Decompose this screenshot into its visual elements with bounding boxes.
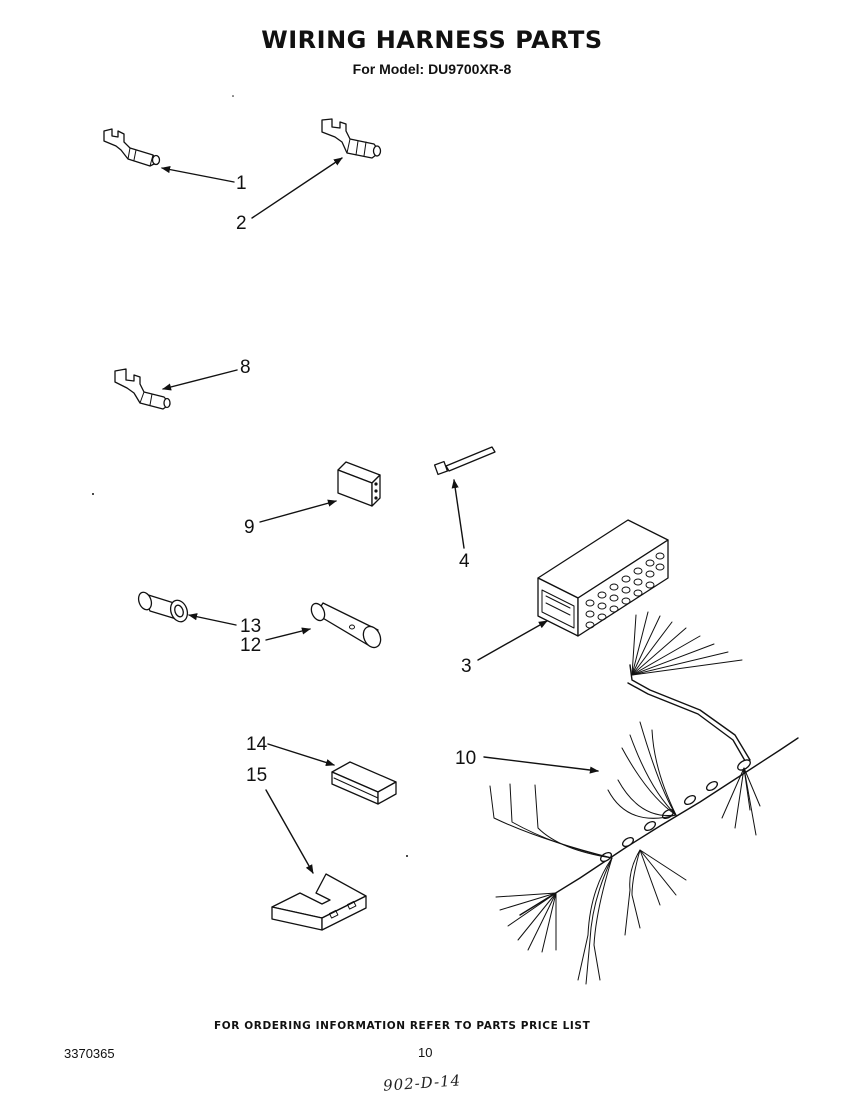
part-9-connector-block [337, 461, 381, 507]
part-10-wiring-harness [489, 611, 799, 985]
callout-12: 12 [240, 635, 261, 656]
callout-10: 10 [455, 748, 476, 769]
callout-14: 14 [246, 734, 268, 755]
callout-9: 9 [244, 517, 255, 538]
part-12-splice [310, 602, 382, 649]
part-4-cable-tie [433, 446, 496, 476]
ordering-note: FOR ORDERING INFORMATION REFER TO PARTS … [214, 1020, 591, 1032]
callout-1: 1 [236, 173, 247, 194]
callout-15: 15 [246, 765, 267, 786]
page-title: WIRING HARNESS PARTS [261, 26, 603, 54]
leader-lines [161, 157, 599, 874]
part-14-terminal-block [331, 761, 397, 805]
callout-13: 13 [240, 616, 261, 637]
scan-specks [92, 95, 408, 857]
model-subtitle: For Model: DU9700XR-8 [352, 61, 512, 77]
page-number: 10 [418, 1045, 433, 1060]
document-number: 3370365 [64, 1046, 115, 1061]
part-15-bracket [271, 873, 367, 931]
callout-3: 3 [461, 656, 472, 677]
callout-8: 8 [240, 357, 251, 378]
part-13-insulator [137, 591, 189, 623]
part-3-connector-housing [537, 519, 669, 637]
part-8-terminal [114, 368, 171, 410]
callout-2: 2 [236, 213, 247, 234]
part-1-terminal [103, 128, 161, 167]
part-2-terminal [321, 118, 382, 159]
callout-4: 4 [459, 551, 470, 572]
